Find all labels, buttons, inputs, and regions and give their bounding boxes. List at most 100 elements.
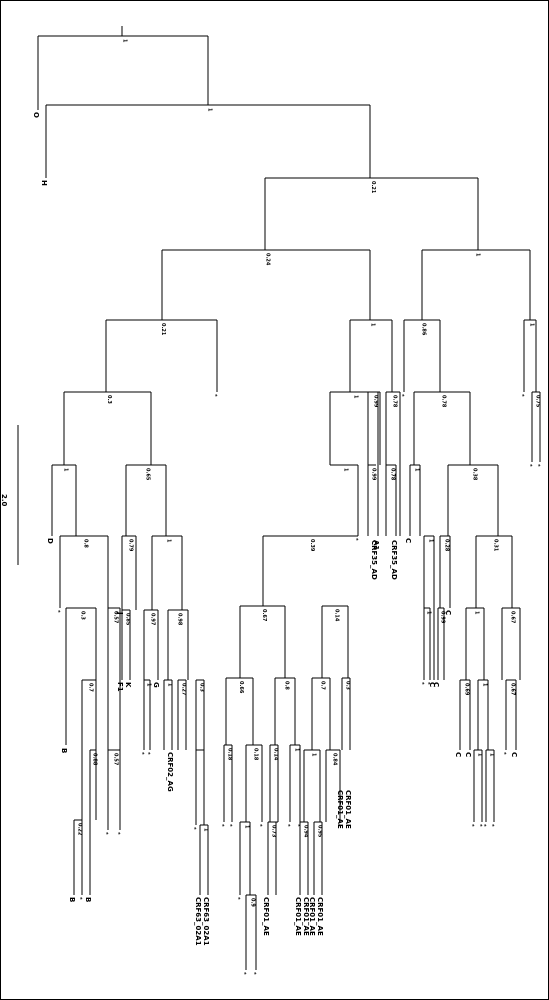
unlabeled-leaf: * bbox=[235, 897, 241, 900]
unlabeled-leaf: * bbox=[489, 824, 495, 827]
support-value: 1 bbox=[166, 539, 172, 543]
unlabeled-leaf: * bbox=[103, 832, 109, 835]
taxon-label: C bbox=[464, 752, 472, 757]
taxon-label: CRF01_AE bbox=[336, 790, 344, 829]
support-value: 0.38 bbox=[472, 468, 478, 481]
support-value: 0.57 bbox=[113, 753, 119, 766]
support-value: 0.7 bbox=[320, 681, 326, 690]
taxon-label: B bbox=[68, 897, 76, 902]
support-value: 0.39 bbox=[309, 539, 315, 552]
taxon-label: CRF63_02A1 bbox=[194, 897, 202, 946]
support-value: 0.8 bbox=[83, 539, 89, 548]
support-value: 0.7 bbox=[88, 683, 94, 692]
support-value: 0.24 bbox=[265, 253, 271, 266]
support-value: 0.3 bbox=[80, 611, 86, 620]
support-value: 0.3 bbox=[199, 683, 205, 692]
support-value: 1 bbox=[167, 683, 173, 687]
unlabeled-leaf: * bbox=[241, 972, 247, 975]
support-value: 0.21 bbox=[370, 181, 376, 194]
support-value: 1 bbox=[146, 683, 152, 687]
support-value: 0.73 bbox=[271, 825, 277, 838]
support-value: 1 bbox=[482, 683, 488, 687]
taxon-label: C bbox=[428, 682, 436, 687]
taxon-label: J bbox=[116, 611, 124, 615]
taxon-label: C bbox=[510, 752, 518, 757]
support-value: 0.3 bbox=[106, 395, 112, 404]
support-value: 0.99 bbox=[371, 468, 377, 481]
taxon-label: B bbox=[84, 897, 92, 902]
support-value: 0.22 bbox=[77, 823, 83, 836]
support-value: 1 bbox=[474, 611, 480, 615]
unlabeled-leaf: * bbox=[335, 824, 341, 827]
support-value: 1 bbox=[475, 253, 481, 257]
taxon-label: C bbox=[432, 682, 440, 687]
support-value: 0.85 bbox=[125, 613, 131, 626]
support-value: 1 bbox=[353, 395, 359, 399]
taxon-label: C bbox=[404, 538, 412, 543]
unlabeled-leaf: * bbox=[469, 824, 475, 827]
support-value: 1 bbox=[244, 825, 250, 829]
unlabeled-leaf: * bbox=[139, 752, 145, 755]
taxon-label: CRF01_AE bbox=[294, 897, 302, 936]
unlabeled-leaf: * bbox=[481, 824, 487, 827]
taxon-label: O bbox=[32, 112, 40, 118]
unlabeled-leaf: * bbox=[145, 752, 151, 755]
unlabeled-leaf: * bbox=[501, 752, 507, 755]
support-value: 1 bbox=[203, 828, 209, 832]
support-value: 0.67 bbox=[510, 683, 516, 696]
unlabeled-leaf: * bbox=[227, 824, 233, 827]
taxon-label: D bbox=[46, 538, 54, 544]
taxon-label: H bbox=[40, 180, 48, 186]
support-value: 1 bbox=[294, 748, 300, 752]
support-value: 1 bbox=[477, 753, 483, 757]
taxon-label: CRF63_02A1 bbox=[202, 897, 210, 946]
unlabeled-leaf: * bbox=[285, 824, 291, 827]
support-value: 0.9 bbox=[250, 898, 256, 907]
unlabeled-leaf: * bbox=[419, 682, 425, 685]
support-value: 0.27 bbox=[181, 683, 187, 696]
support-value: 1 bbox=[428, 539, 434, 543]
unlabeled-leaf: * bbox=[191, 827, 197, 830]
support-value: 0.84 bbox=[332, 753, 338, 766]
support-value: 0.99 bbox=[373, 395, 379, 408]
support-value: 0.66 bbox=[238, 681, 244, 694]
support-value: 1 bbox=[122, 39, 128, 43]
taxon-label: CRF01_AE bbox=[302, 897, 310, 936]
support-value: 0.18 bbox=[227, 748, 233, 761]
support-value: 1 bbox=[529, 323, 535, 327]
support-value: 1 bbox=[207, 108, 213, 112]
taxon-label: G bbox=[152, 682, 160, 688]
support-value: 0.21 bbox=[160, 323, 166, 336]
support-value: 0.57 bbox=[113, 611, 119, 624]
support-value: 0.98 bbox=[177, 613, 183, 626]
support-value: 0.97 bbox=[150, 613, 156, 626]
taxon-label: CRF01_AE bbox=[316, 897, 324, 936]
unlabeled-leaf: * bbox=[55, 610, 61, 613]
support-value: 0.69 bbox=[464, 683, 470, 696]
support-value: 0.95 bbox=[317, 825, 323, 838]
support-value: 1 bbox=[63, 468, 69, 472]
unlabeled-leaf: * bbox=[535, 464, 541, 467]
support-value: 1 bbox=[414, 468, 420, 472]
support-value: 0.8 bbox=[284, 681, 290, 690]
support-value: 0.65 bbox=[145, 468, 151, 481]
unlabeled-leaf: * bbox=[519, 394, 525, 397]
support-value: 1 bbox=[370, 323, 376, 327]
support-value: 0.67 bbox=[510, 611, 516, 624]
support-value: 0.18 bbox=[253, 748, 259, 761]
taxon-label: CRF01_AE bbox=[262, 897, 270, 936]
support-value: 0.94 bbox=[303, 825, 309, 838]
unlabeled-leaf: * bbox=[115, 832, 121, 835]
support-value: 1 bbox=[489, 753, 495, 757]
unlabeled-leaf: * bbox=[527, 464, 533, 467]
taxon-label: B bbox=[60, 748, 68, 753]
support-value: 1 bbox=[343, 468, 349, 472]
taxon-label: A1 bbox=[372, 540, 380, 550]
support-value: 0.28 bbox=[444, 539, 450, 552]
taxon-label: CRF01_AE bbox=[344, 790, 352, 829]
support-value: 0.3 bbox=[345, 681, 351, 690]
unlabeled-leaf: * bbox=[251, 972, 257, 975]
taxon-label: CRF35_AD bbox=[390, 540, 398, 580]
